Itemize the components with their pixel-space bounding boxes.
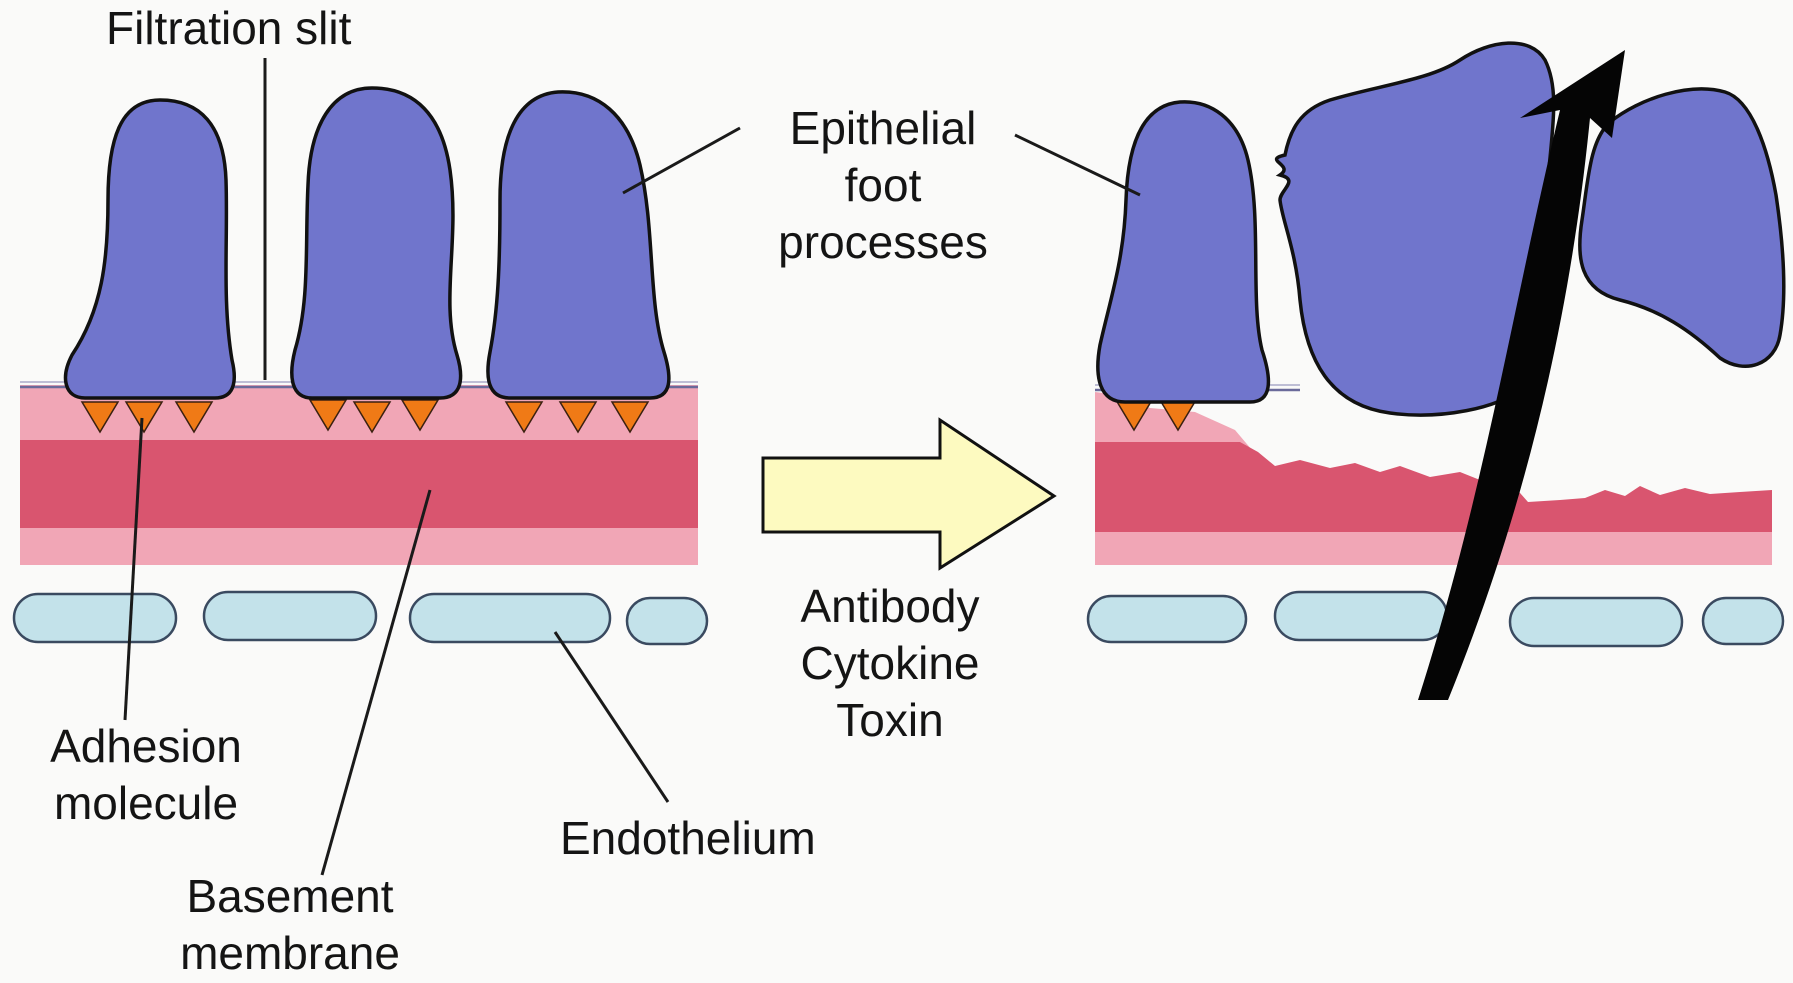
endothelial-cell <box>14 594 176 642</box>
agent-cytokine: Cytokine <box>770 635 1010 692</box>
epithelial-pointer-right <box>1015 135 1140 195</box>
epithelial-foot-process <box>488 92 669 398</box>
transition-arrow <box>763 420 1054 568</box>
filtration-slit-label: Filtration slit <box>106 0 351 57</box>
endothelial-cell <box>1703 598 1783 644</box>
endothelial-cell <box>1510 598 1682 646</box>
foot-processes-right <box>1098 43 1784 415</box>
damaged-barrier-panel <box>1015 43 1784 700</box>
endothelial-cell <box>627 598 707 644</box>
endothelial-cell <box>1088 596 1246 642</box>
basement-membrane-dense-right <box>1095 442 1772 532</box>
epithelial-foot-process <box>292 88 461 398</box>
endothelial-cell <box>1275 592 1447 640</box>
endothelial-cell <box>204 592 376 640</box>
endothelium-left <box>14 592 707 644</box>
epithelial-foot-process-attached <box>1098 102 1269 402</box>
endothelium-right <box>1088 592 1783 646</box>
injury-agents-label: Antibody Cytokine Toxin <box>770 578 1010 749</box>
adhesion-line-2: molecule <box>16 775 276 832</box>
endothelial-cell <box>410 594 610 642</box>
basement-membrane-label: Basement membrane <box>140 868 440 982</box>
basement-line-1: Basement <box>140 868 440 925</box>
basement-line-2: membrane <box>140 925 440 982</box>
epithelial-foot-process <box>66 100 235 398</box>
agent-antibody: Antibody <box>770 578 1010 635</box>
epithelial-foot-processes-label: Epithelial foot processes <box>748 100 1018 271</box>
epithelial-line-1: Epithelial <box>748 100 1018 157</box>
foot-processes-left <box>66 88 669 398</box>
endothelium-pointer <box>555 632 668 802</box>
epithelial-line-3: processes <box>748 214 1018 271</box>
basement-membrane-dense-left <box>20 440 698 528</box>
endothelium-label: Endothelium <box>560 810 816 867</box>
agent-toxin: Toxin <box>770 692 1010 749</box>
epithelial-line-2: foot <box>748 157 1018 214</box>
adhesion-molecule-label: Adhesion molecule <box>16 718 276 832</box>
adhesion-line-1: Adhesion <box>16 718 276 775</box>
